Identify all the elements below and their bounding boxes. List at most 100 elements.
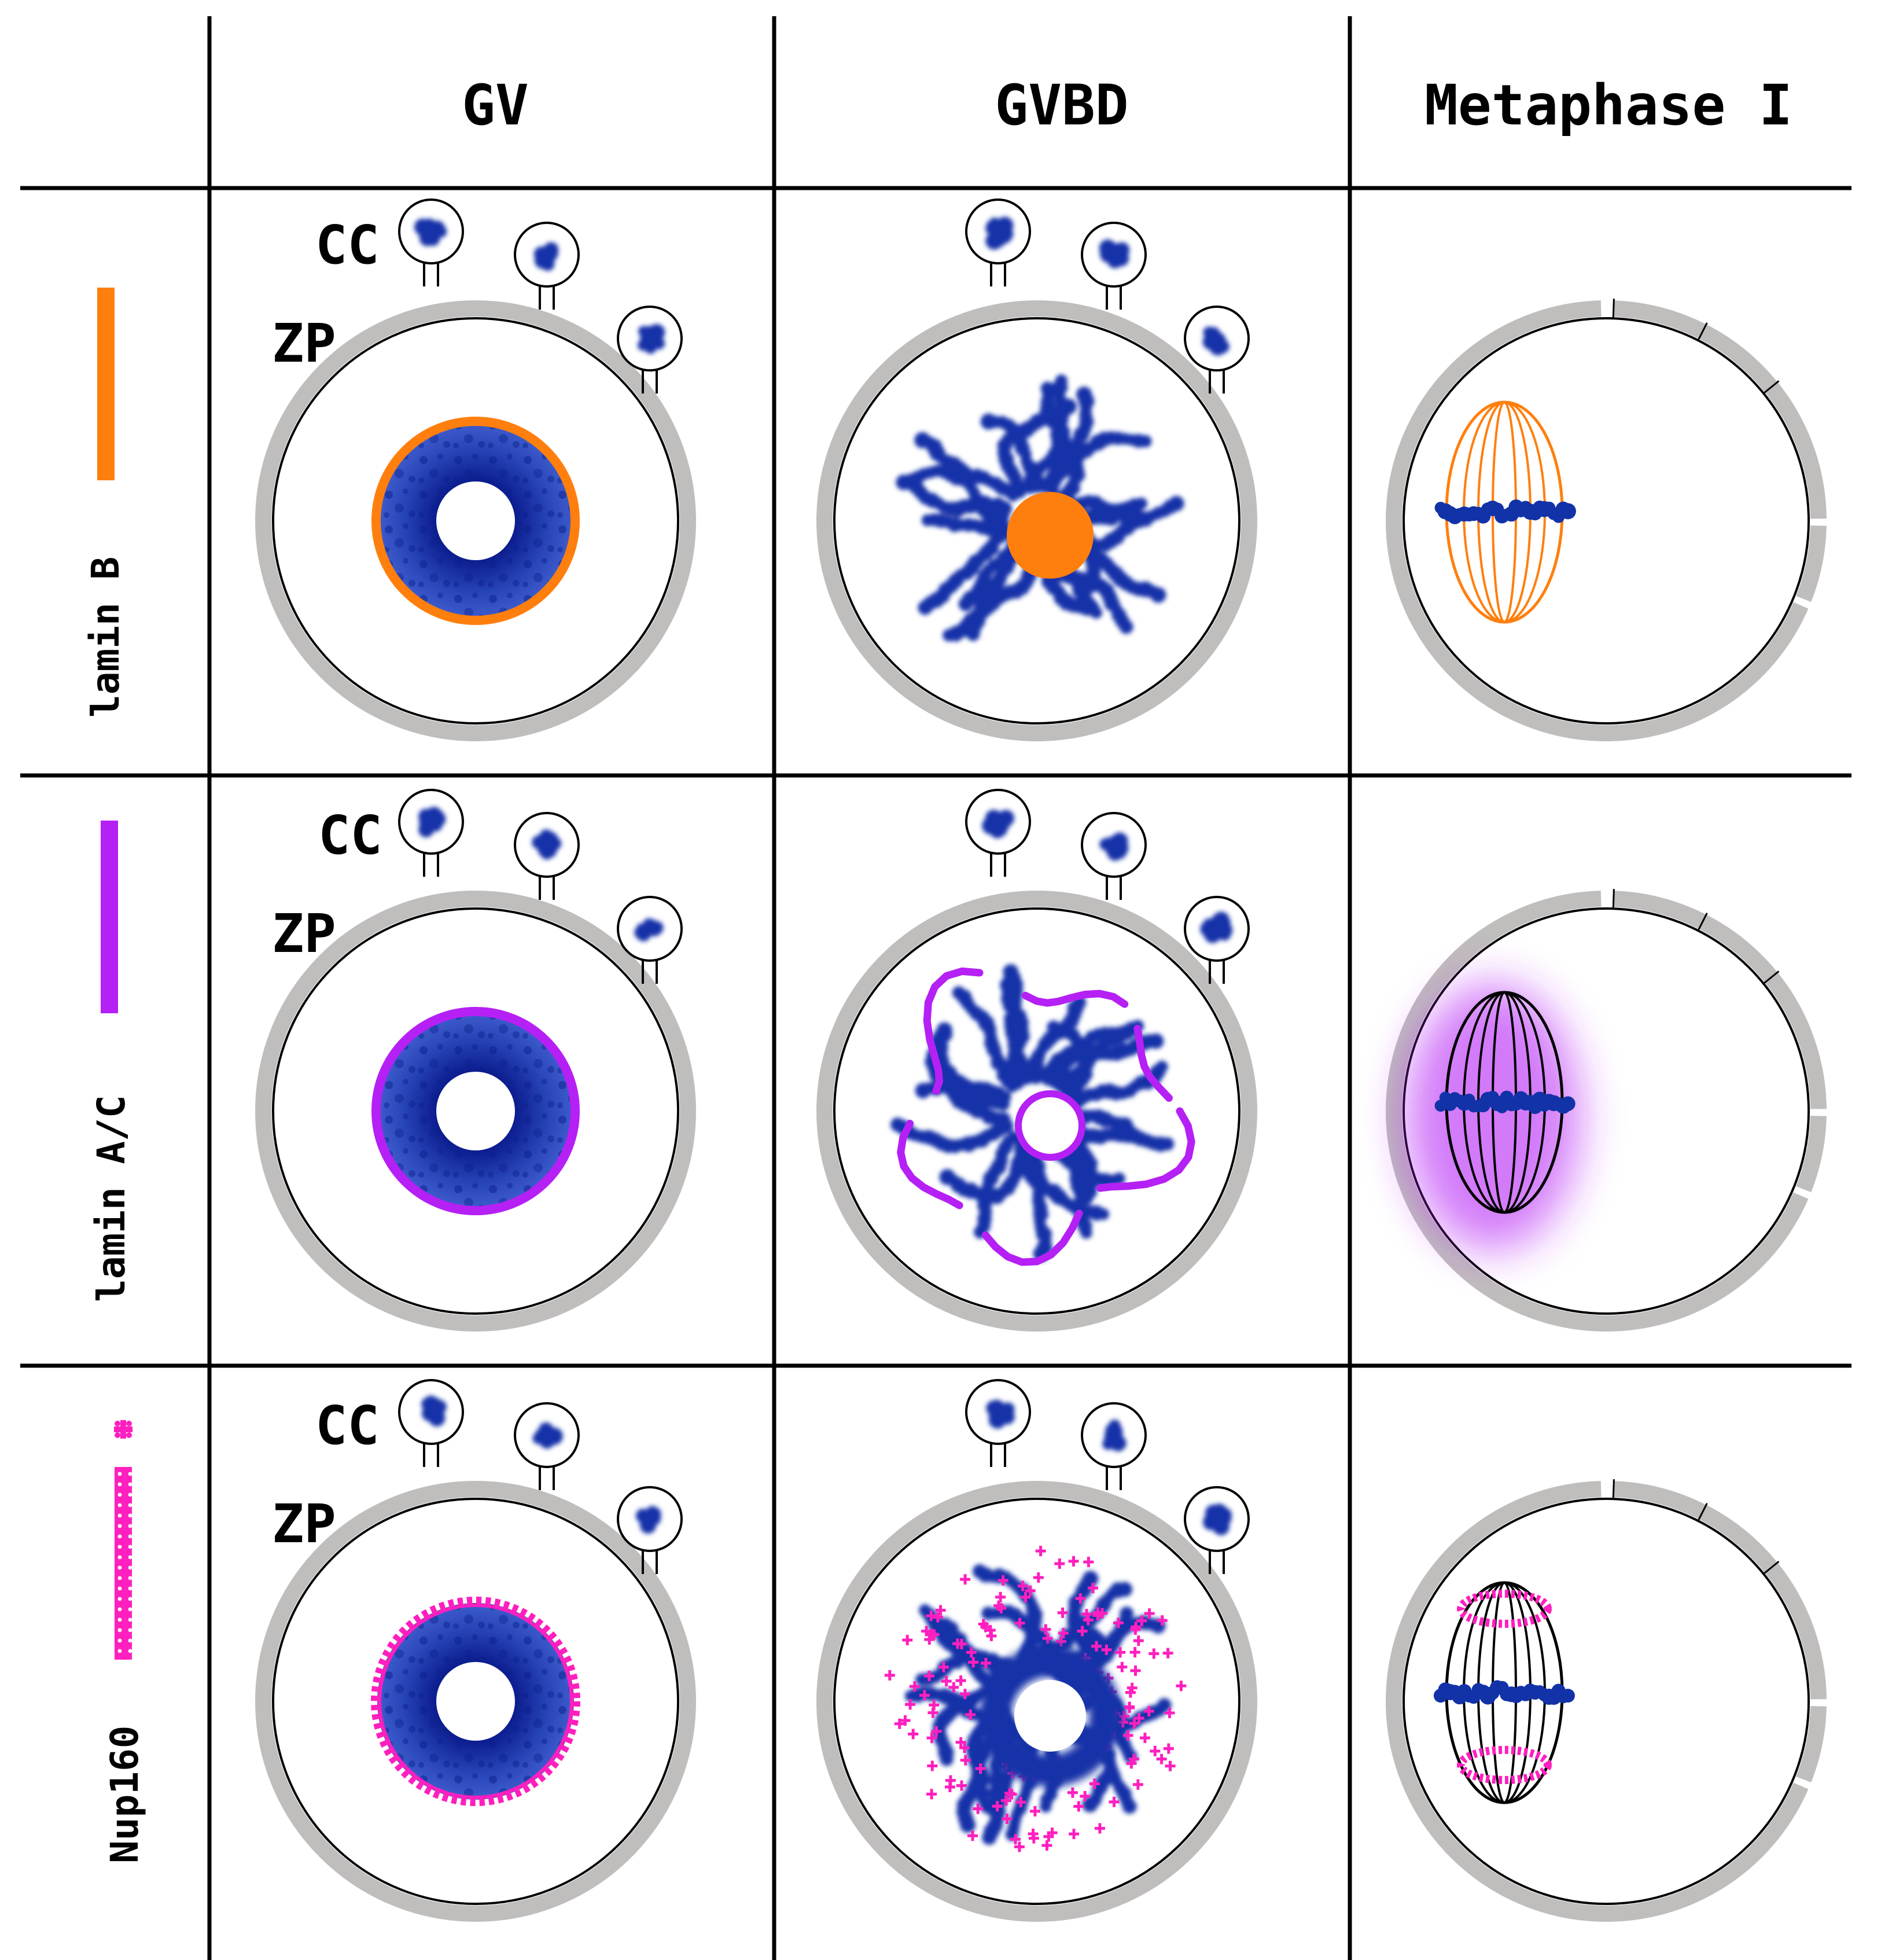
cross-bar (970, 1647, 973, 1658)
meiotic-spindle-icon (1433, 1581, 1575, 1804)
chromosome-bead (1113, 1029, 1127, 1044)
chromatin-dot (991, 221, 1004, 233)
cross-bar (1128, 1702, 1131, 1713)
nuclear-pore-cross-icon (1033, 1572, 1044, 1583)
diagram-cells (255, 198, 1827, 1922)
cross-bar (1169, 1760, 1172, 1771)
chromosome-bead (1119, 620, 1133, 634)
chromatin-dot (421, 1397, 435, 1411)
chromatin-dot (415, 220, 432, 237)
cumulus-nucleus (421, 1395, 447, 1426)
nuclear-pore-cross-icon (1156, 1753, 1167, 1764)
zona-crack (1698, 1503, 1708, 1521)
cross-bar (1005, 1814, 1008, 1824)
cross-bar (1029, 1585, 1032, 1596)
chromosome-bead (966, 627, 980, 641)
nuclear-pore-cross-icon (997, 1575, 1008, 1586)
chromosome-bead (1561, 1689, 1575, 1703)
nuclear-pore-cross-icon (931, 1726, 942, 1737)
lamin-b-nucleolar-remnant (1007, 492, 1094, 579)
cross-bar (939, 1605, 943, 1616)
nuclear-pore-cross-icon (1127, 1682, 1138, 1693)
nuclear-pore-cross-icon (921, 1626, 932, 1637)
chromatin-dot (430, 1411, 444, 1425)
cross-bar (989, 1631, 993, 1641)
chromosome-bead (1122, 1799, 1137, 1814)
chromosome-bead (1150, 587, 1166, 603)
chromatin-dot (425, 813, 441, 829)
nuclear-pore-cross-icon (1057, 1607, 1068, 1618)
nuclear-pore-cross-icon (1130, 1665, 1141, 1676)
chromosome-bead (921, 514, 934, 527)
row-headers: lamin B lamin A/C Nup160 (83, 288, 147, 1863)
chromatin-dot (1105, 1426, 1117, 1439)
nuclear-pore-cross-icon (1133, 1635, 1144, 1646)
cumulus-projection (1106, 1467, 1122, 1490)
cumulus-projection (990, 1444, 1006, 1467)
karyosome-ring (436, 481, 515, 560)
chromosome-bead (952, 986, 966, 999)
chromatin-dot (1210, 922, 1224, 936)
nuclear-pore-cross-icon (941, 1676, 952, 1687)
chromosome-bead (1076, 387, 1092, 403)
cross-bar (963, 1689, 967, 1700)
chromosome-bead (918, 600, 933, 615)
nuclear-pore-cross-icon (1014, 1841, 1025, 1852)
cross-bar (905, 1635, 909, 1646)
nuclear-pore-cross-icon (955, 1675, 966, 1686)
nuclear-pore-cross-icon (1058, 1628, 1069, 1639)
nuclear-pore-cross-icon (1133, 1713, 1144, 1724)
cross-bar (1137, 1635, 1140, 1646)
cumulus-cell-icon (1184, 306, 1250, 372)
cross-bar (959, 1737, 963, 1748)
chromatin-mesh (979, 1645, 1121, 1787)
cross-bar (1160, 1753, 1164, 1764)
cumulus-nucleus (532, 829, 562, 860)
nuclear-pore-cross-icon (960, 1755, 971, 1766)
nuclear-pore-cross-icon (884, 1670, 895, 1680)
nuclear-pore-cross-icon (1006, 1789, 1017, 1800)
cumulus-nucleus (985, 216, 1014, 250)
nuclear-pore-cross-icon (1077, 1626, 1088, 1637)
nuclear-pore-cross-icon (1040, 1624, 1051, 1635)
nuclear-pore-cross-icon (945, 1775, 956, 1786)
cross-bar (1096, 1610, 1099, 1621)
nuclear-pore-cross-icon (1029, 1805, 1040, 1816)
metaphase-cell-3 (1386, 1479, 1827, 1922)
nuclear-pore-cross-icon (1122, 1730, 1133, 1741)
gvbd-cell-2 (816, 789, 1257, 1332)
cross-bar (930, 1760, 934, 1771)
cross-bar (1062, 1628, 1065, 1639)
chromatin-dot (1109, 835, 1121, 847)
nuclear-pore-cross-icon (966, 1647, 977, 1658)
nuclear-pore-cross-icon (1131, 1621, 1142, 1632)
cumulus-cell-icon (398, 1379, 464, 1445)
cumulus-cell-icon (1081, 812, 1147, 878)
nuclear-pore-cross-icon (114, 1420, 132, 1439)
nuclear-pore-cross-icon (1025, 1585, 1036, 1596)
nuclear-pore-cross-icon (1042, 1633, 1053, 1644)
karyosome-ring (436, 1072, 515, 1150)
nuclear-envelope (371, 417, 580, 625)
cross-bar (1078, 1593, 1082, 1604)
cross-bar (964, 1755, 967, 1766)
cumulus-cell-icon (514, 1402, 580, 1468)
nuclear-pore-cross-icon (1139, 1733, 1150, 1744)
lamin-b-legend-bar (97, 288, 115, 480)
cross-bar (1161, 1615, 1164, 1626)
cumulus-cell-icon (965, 1379, 1031, 1445)
cross-bar (930, 1733, 934, 1744)
nuclear-pore-cross-icon (1126, 1758, 1137, 1769)
chromosome-bead (1117, 1582, 1133, 1597)
cross-bar (930, 1789, 933, 1800)
cross-bar (982, 1619, 985, 1630)
cross-bar (1134, 1665, 1137, 1676)
chromatin-dot (993, 821, 1007, 834)
chromatin-dot (1209, 1512, 1224, 1527)
chromatin-dot (645, 1509, 657, 1522)
zona-crack (1764, 1561, 1780, 1574)
row-title-lamin-b: lamin B (83, 557, 128, 718)
chromatin-dot (1114, 847, 1126, 859)
cumulus-nucleus (1203, 1503, 1232, 1535)
cumulus-projection (423, 1444, 439, 1467)
